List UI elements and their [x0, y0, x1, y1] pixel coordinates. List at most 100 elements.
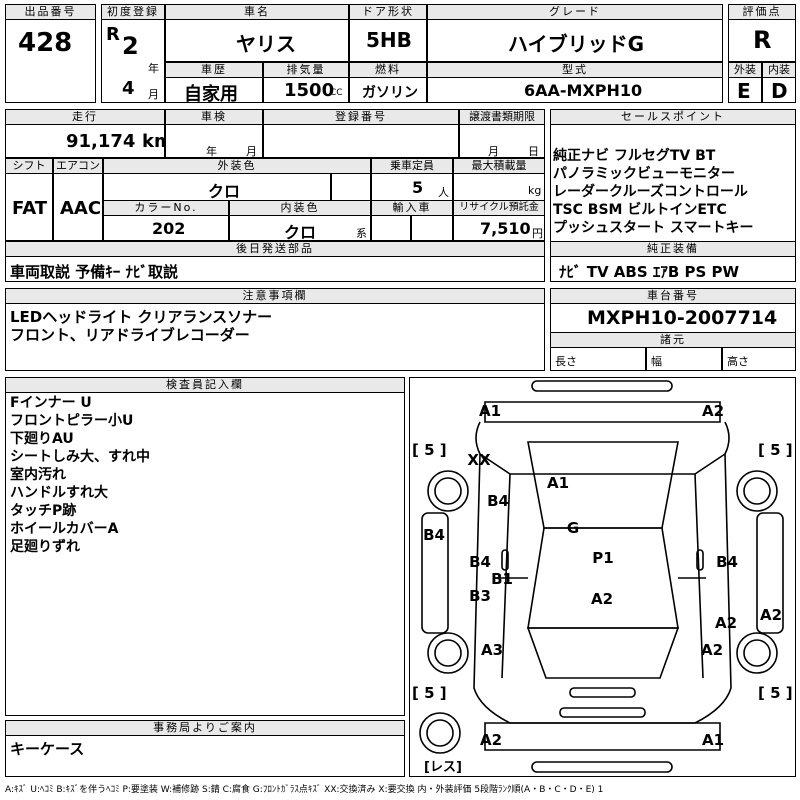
height-box: 高さ — [722, 347, 796, 371]
aircon-box: AAC — [53, 173, 103, 241]
exterior-grade: E — [737, 79, 751, 103]
wheel-rl — [427, 632, 469, 674]
grade: ハイブリッドG — [508, 32, 645, 56]
import-label: 輸入車 — [371, 200, 453, 216]
capacity-box: 5 人 — [371, 173, 453, 201]
damage-mark: A1 — [479, 402, 501, 420]
damage-mark: A2 — [760, 606, 782, 624]
length-box: 長さ — [550, 347, 646, 371]
later-parts: 車両取説 予備ｷｰ ﾅﾋﾞ取説 — [10, 263, 178, 281]
aircon-label: エアコン — [53, 158, 103, 174]
exterior-color-box: クロ — [103, 173, 331, 201]
damage-mark: A2 — [591, 590, 613, 608]
damage-mark: P1 — [592, 549, 613, 567]
inspector-notes-label: 検査員記入欄 — [5, 377, 405, 393]
damage-mark: B4 — [716, 553, 738, 571]
hood-front-shape — [475, 421, 730, 475]
lot-number: 428 — [18, 28, 73, 58]
lot-number-label: 出品番号 — [5, 4, 96, 20]
wheel-fr — [736, 470, 778, 512]
inspector-note: 室内汚れ — [10, 467, 66, 483]
grade-box: ハイブリッドG — [427, 19, 723, 62]
score: R — [753, 26, 772, 54]
cc-unit: CC — [330, 88, 343, 98]
office-notes-box: キーケース — [5, 735, 405, 777]
capacity-unit: 人 — [438, 186, 449, 199]
import-box-b — [411, 215, 453, 241]
wheel-fl — [427, 470, 469, 512]
inspection-year-unit: 年 — [206, 145, 217, 158]
max-load-box: kg — [453, 173, 545, 201]
damage-mark: B3 — [469, 587, 491, 605]
body-side-shape — [473, 453, 732, 724]
score-label: 評価点 — [728, 4, 796, 20]
damage-mark: XX — [467, 451, 491, 469]
later-parts-label: 後日発送部品 — [5, 241, 545, 257]
rear-window-shape — [526, 627, 680, 679]
registration-number-box — [263, 124, 459, 158]
inspector-note: タッチP跡 — [10, 503, 77, 519]
model-box: 6AA-MXPH10 — [427, 77, 723, 103]
genuine-equipment-box: ﾅﾋﾞ TV ABS ｴｱB PS PW — [550, 256, 796, 282]
right-door-line — [694, 473, 704, 679]
lot-number-box: 428 — [5, 19, 96, 103]
transfer-deadline-box: 月 日 — [459, 124, 545, 158]
first-registration-box: R 2 年 4 月 — [101, 19, 165, 103]
model-label: 型式 — [427, 62, 723, 78]
max-load-unit: kg — [528, 184, 542, 197]
inspector-notes-box: Fインナー U フロントピラー小U 下廻りAU シートしみ大、すれ中 室内汚れ … — [5, 392, 405, 716]
displacement: 1500 — [284, 80, 335, 101]
sales-points-label: セールスポイント — [550, 109, 796, 125]
era: R — [106, 24, 120, 45]
tire-tread-rl: [ 5 ] — [412, 684, 447, 702]
history-box: 自家用 — [165, 77, 263, 105]
displacement-label: 排気量 — [263, 62, 349, 78]
interior-grade-box: D — [762, 77, 796, 103]
aircon: AAC — [60, 198, 102, 219]
tire-tread-rr: [ 5 ] — [758, 684, 793, 702]
recycle-fee: 7,510 — [480, 219, 531, 238]
history: 自家用 — [184, 84, 238, 105]
sales-point: レーダークルーズコントロール — [553, 184, 748, 200]
inspection-box: 年 月 — [165, 124, 263, 158]
sales-point: プッシュスタート スマートキー — [553, 220, 754, 236]
recycle-unit: 円 — [532, 227, 543, 240]
rear-bumper-shape — [531, 761, 673, 773]
transfer-month-unit: 月 — [488, 145, 499, 158]
right-mirror — [696, 549, 704, 571]
damage-mark: B4 — [423, 526, 445, 544]
interior-color-box: クロ 系 — [229, 215, 371, 242]
door-type-box: 5HB — [349, 19, 427, 62]
exterior-grade-box: E — [728, 77, 762, 103]
interior-color: クロ — [284, 223, 317, 242]
width-label: 幅 — [651, 355, 662, 368]
grade-label: グレード — [427, 4, 723, 20]
front-panel-shape — [484, 401, 721, 423]
recycle-box: 7,510 円 — [453, 215, 545, 241]
chassis-number: MXPH10-2007714 — [587, 307, 778, 329]
history-label: 車歴 — [165, 62, 263, 78]
transfer-day-unit: 日 — [528, 145, 539, 158]
mileage: 91,174 — [66, 131, 136, 152]
spare-tire: [レス] — [424, 760, 462, 775]
inspector-note: シートしみ大、すれ中 — [10, 449, 150, 465]
sales-points-box: 純正ナビ フルセグTV BT パノラミックビューモニター レーダークルーズコント… — [550, 124, 796, 242]
genuine-equipment: ﾅﾋﾞ TV ABS ｴｱB PS PW — [559, 263, 740, 281]
interior-color-label: 内装色 — [229, 200, 371, 216]
mileage-label: 走行 — [5, 109, 165, 125]
shift: FAT — [12, 198, 48, 219]
capacity-label: 乗車定員 — [371, 158, 453, 174]
tire-tread-fr: [ 5 ] — [758, 441, 793, 459]
damage-mark: A2 — [702, 402, 724, 420]
damage-mark: A2 — [715, 614, 737, 632]
transfer-deadline-label: 譲渡書類期限 — [459, 109, 545, 125]
exterior-grade-label: 外装 — [728, 62, 762, 78]
sales-point: TSC BSM ビルトインETC — [553, 202, 727, 218]
damage-mark: A1 — [702, 731, 724, 749]
chassis-number-label: 車台番号 — [550, 288, 796, 304]
specs-label: 諸元 — [550, 332, 796, 348]
wheel-rr — [736, 632, 778, 674]
inspector-note: Fインナー U — [10, 395, 92, 411]
rear-bar-shape — [559, 707, 646, 718]
rear-handle-shape — [569, 687, 636, 698]
